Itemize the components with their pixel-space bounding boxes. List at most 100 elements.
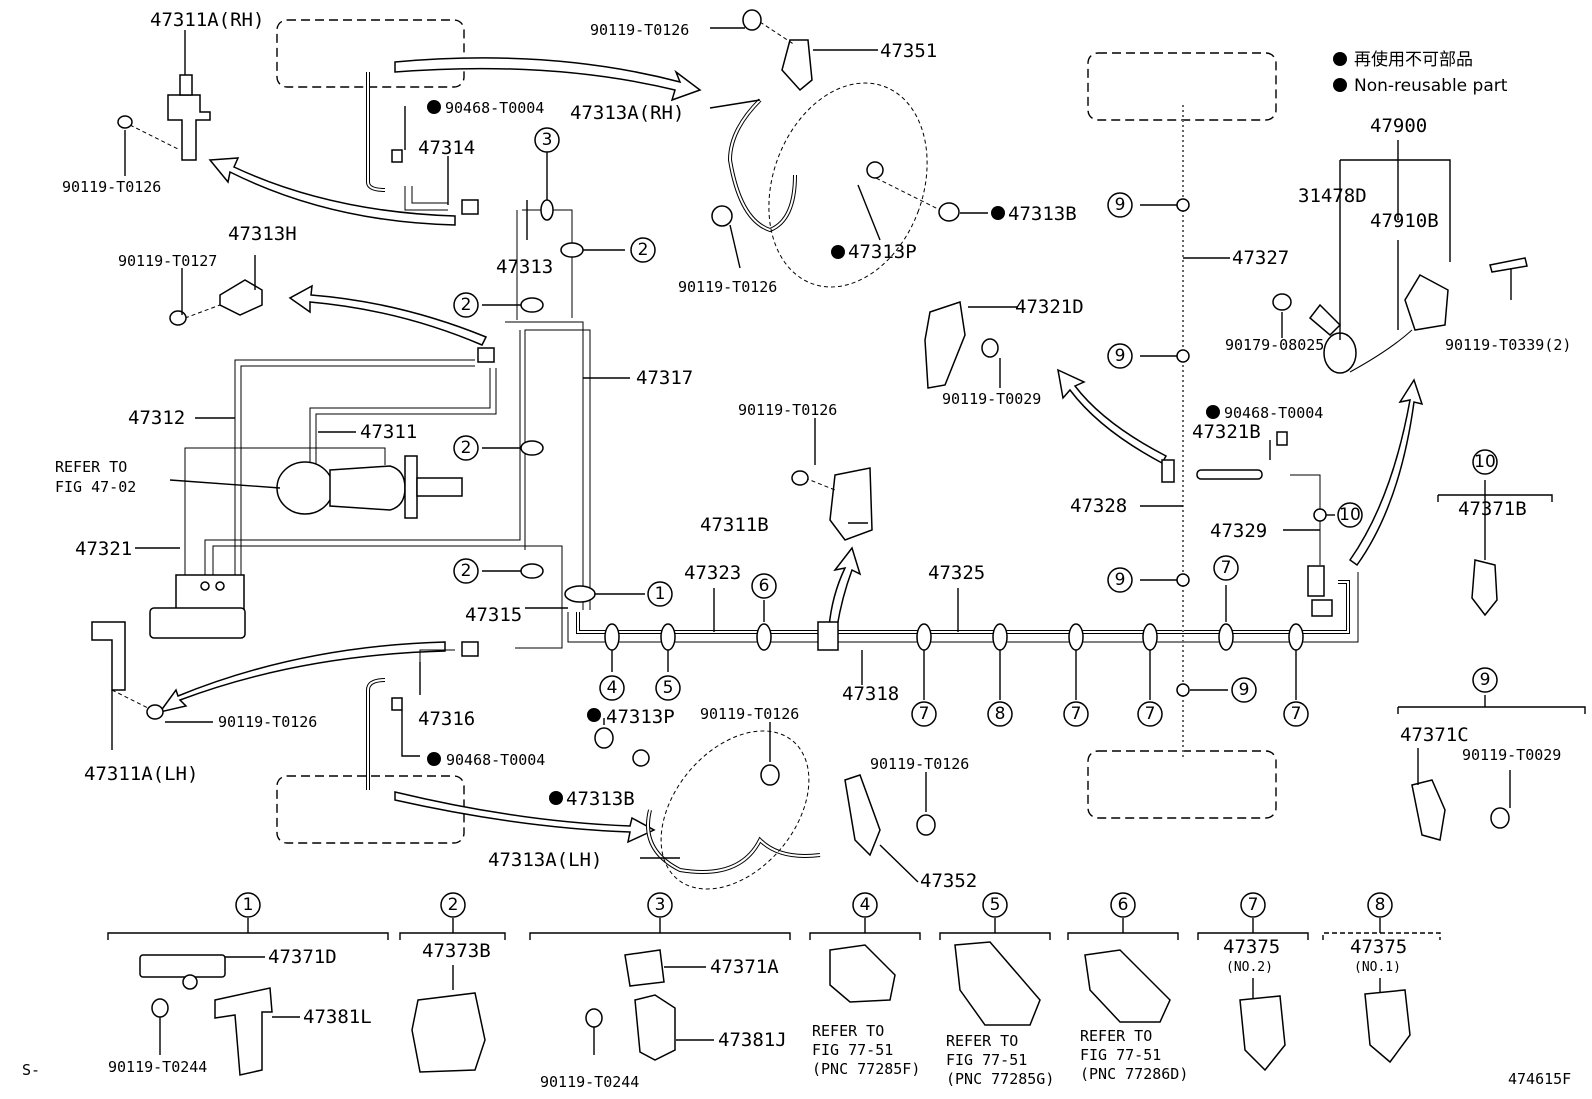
svg-text:3: 3 <box>542 130 553 150</box>
callout-2-d: 2 <box>453 558 479 584</box>
label-90119-T0126-a: 90119-T0126 <box>62 178 161 196</box>
callout-7-c: 7 <box>1137 701 1163 727</box>
label-47315: 47315 <box>465 604 522 626</box>
svg-text:1: 1 <box>655 584 666 604</box>
kit-8-part-47375: 47375 <box>1350 936 1407 958</box>
label-47321D: 47321D <box>1015 296 1084 318</box>
placeholder-box-top-right <box>1087 52 1277 121</box>
kit-8-part-no1: (NO.1) <box>1354 960 1401 975</box>
svg-text:6: 6 <box>759 576 770 596</box>
kit-7: 7 47375 (NO.2) <box>1197 892 1309 1072</box>
label-47329: 47329 <box>1210 520 1267 542</box>
svg-text:1: 1 <box>243 895 254 915</box>
label-47313H: 47313H <box>228 223 297 245</box>
label-47321: 47321 <box>75 538 132 560</box>
svg-text:5: 5 <box>663 678 674 698</box>
callout-3-a: 3 <box>534 127 560 153</box>
label-31478D: 31478D <box>1298 185 1367 207</box>
svg-text:9: 9 <box>1115 570 1126 590</box>
label-47328: 47328 <box>1070 495 1127 517</box>
label-90119-T0126-c: 90119-T0126 <box>678 278 777 296</box>
label-90119-T0029-a: 90119-T0029 <box>942 390 1041 408</box>
kit-5-refer-l2: FIG 77-51 <box>946 1051 1027 1069</box>
kit-2-part-47373B: 47373B <box>422 940 491 962</box>
svg-text:7: 7 <box>1248 895 1259 915</box>
callout-6-a: 6 <box>751 573 777 599</box>
callout-1-a: 1 <box>647 581 673 607</box>
detail-ellipse-front <box>768 82 928 288</box>
label-47323: 47323 <box>684 562 741 584</box>
label-47910B: 47910B <box>1370 210 1439 232</box>
callout-circles: 3 2 2 2 2 1 4 5 6 7 8 7 7 7 7 9 9 9 9 10… <box>453 127 1498 727</box>
callout-2-c: 2 <box>453 435 479 461</box>
label-47351: 47351 <box>880 40 937 62</box>
label-47313P-b: 47313P <box>606 706 675 728</box>
label-47371C: 47371C <box>1400 724 1469 746</box>
kit-8: 8 47375 (NO.1) <box>1322 892 1441 1064</box>
label-47317: 47317 <box>636 367 693 389</box>
label-47311A-rh: 47311A(RH) <box>150 9 264 31</box>
label-47313A-lh: 47313A(LH) <box>488 849 602 871</box>
callout-7-b: 7 <box>1063 701 1089 727</box>
label-90119-T0339: 90119-T0339(2) <box>1445 336 1571 354</box>
svg-text:9: 9 <box>1115 346 1126 366</box>
svg-text:2: 2 <box>461 561 472 581</box>
placeholder-box-bottom-right <box>1087 750 1277 819</box>
callout-9-e: 9 <box>1472 667 1498 693</box>
label-47316: 47316 <box>418 708 475 730</box>
kit-4-refer-l2: FIG 77-51 <box>812 1041 893 1059</box>
svg-text:7: 7 <box>1071 704 1082 724</box>
part-labels: 47311A(RH) 90119-T0126 90119-T0126 47351… <box>55 9 1571 892</box>
label-refer-fig-47-02-l1: REFER TO <box>55 458 127 476</box>
non-reusable-marks <box>427 52 1347 805</box>
label-47313A-rh: 47313A(RH) <box>570 102 684 124</box>
label-90119-T0126-f: 90119-T0126 <box>870 755 969 773</box>
svg-text:2: 2 <box>638 240 649 260</box>
svg-text:3: 3 <box>655 895 666 915</box>
kit-5-refer-l3: (PNC 77285G) <box>946 1070 1054 1088</box>
svg-text:10: 10 <box>1474 452 1496 472</box>
kit-1: 1 47371D 47381L 90119-T0244 <box>107 892 389 1076</box>
callout-10-a: 10 <box>1337 502 1363 528</box>
label-90468-T0004-b: 90468-T0004 <box>446 751 545 769</box>
kit-7-part-no2: (NO.2) <box>1226 960 1273 975</box>
callout-7-a: 7 <box>911 701 937 727</box>
label-90119-T0126-b: 90119-T0126 <box>590 21 689 39</box>
callout-5-a: 5 <box>655 675 681 701</box>
kit-1-part-90119-T0244: 90119-T0244 <box>108 1058 207 1076</box>
label-47311A-lh: 47311A(LH) <box>84 763 198 785</box>
callout-7-e: 7 <box>1213 555 1239 581</box>
kit-5: 5 REFER TO FIG 77-51 (PNC 77285G) <box>939 892 1054 1088</box>
svg-text:2: 2 <box>461 438 472 458</box>
kit-3-part-47371A: 47371A <box>710 956 779 978</box>
kit-panels: 1 47371D 47381L 90119-T0244 2 47373B 3 <box>107 892 1441 1091</box>
label-47313B-a: 47313B <box>1008 203 1077 225</box>
callout-10-b: 10 <box>1472 449 1498 475</box>
kit-6-refer-l3: (PNC 77286D) <box>1080 1065 1188 1083</box>
legend-en: Non-reusable part <box>1354 76 1508 96</box>
callout-4-a: 4 <box>599 675 625 701</box>
label-90468-T0004-c: 90468-T0004 <box>1224 404 1323 422</box>
svg-text:7: 7 <box>1221 558 1232 578</box>
callout-9-b: 9 <box>1107 343 1133 369</box>
svg-text:5: 5 <box>990 895 1001 915</box>
svg-text:9: 9 <box>1480 670 1491 690</box>
callout-8-a: 8 <box>987 701 1013 727</box>
kit-1-part-47381L: 47381L <box>303 1006 372 1028</box>
detail-ellipse-rear <box>660 730 810 890</box>
kit-3-part-47381J: 47381J <box>718 1029 787 1051</box>
legend-jp: 再使用不可部品 <box>1354 49 1473 70</box>
svg-text:10: 10 <box>1339 505 1361 525</box>
label-47311: 47311 <box>360 421 417 443</box>
kit-4: 4 REFER TO FIG 77-51 (PNC 77285F) <box>809 892 921 1078</box>
label-90119-T0126-g: 90119-T0126 <box>738 401 837 419</box>
label-refer-fig-47-02-l2: FIG 47-02 <box>55 478 136 496</box>
clip-markers <box>520 198 1327 697</box>
svg-text:6: 6 <box>1118 895 1129 915</box>
components <box>91 9 1528 857</box>
kit-6-refer-l2: FIG 77-51 <box>1080 1046 1161 1064</box>
kit-6-refer-l1: REFER TO <box>1080 1027 1152 1045</box>
svg-text:7: 7 <box>919 704 930 724</box>
